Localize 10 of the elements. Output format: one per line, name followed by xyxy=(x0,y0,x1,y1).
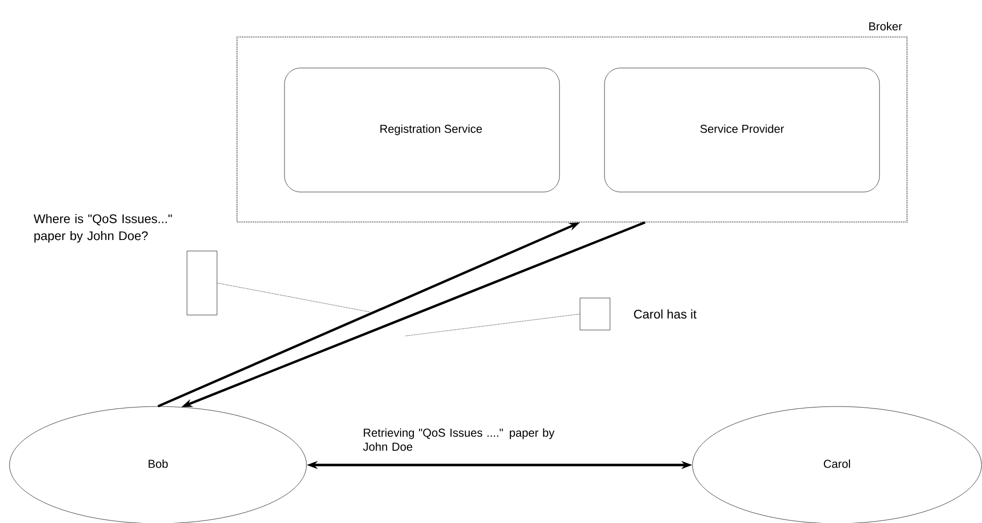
note-text: Where is "QoS Issues..." paper by John Doe? xyxy=(34,214,172,243)
message-box xyxy=(186,250,218,316)
box-heading: Broker xyxy=(869,22,902,30)
leader-line xyxy=(216,282,370,312)
edge-label: Retrieving "QoS Issues ...." paper by John Doe xyxy=(363,428,554,451)
message-box xyxy=(580,298,610,330)
rounded-box: Registration Service xyxy=(284,68,560,192)
note-text: Carol has it xyxy=(634,309,697,319)
leader-line xyxy=(404,314,580,336)
rounded-box: Service Provider xyxy=(604,68,880,192)
